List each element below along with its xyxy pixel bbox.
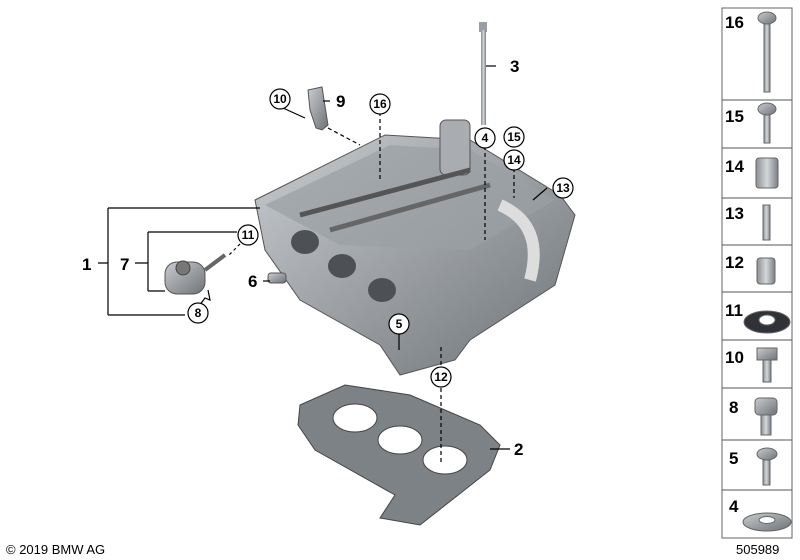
cylinder-head-illustration [254, 119, 576, 376]
parts-panel-icons [742, 11, 792, 532]
callout-12: 12 [434, 370, 448, 384]
panel-label-10: 10 [725, 348, 744, 367]
panel-label-8: 8 [729, 398, 738, 417]
callout-4: 4 [482, 131, 489, 145]
callout-8: 8 [195, 306, 202, 320]
panel-label-11: 11 [725, 301, 743, 320]
panel-label-16: 16 [725, 13, 744, 32]
callout-11: 11 [242, 228, 255, 242]
panel-label-13: 13 [725, 204, 744, 223]
bracket-9-illustration [307, 86, 329, 131]
panel-label-15: 15 [725, 107, 744, 126]
image-number: 505989 [736, 542, 780, 557]
panel-label-14: 14 [725, 157, 744, 176]
callout-10: 10 [273, 92, 287, 106]
callout-circles [187, 88, 574, 388]
callout-15: 15 [507, 130, 521, 144]
callout-9: 9 [336, 92, 345, 111]
callout-14: 14 [507, 153, 521, 167]
panel-label-4: 4 [729, 497, 739, 516]
copyright-text: © 2019 BMW AG [6, 542, 106, 557]
callout-6: 6 [248, 272, 257, 291]
sensor-6-illustration [267, 272, 287, 284]
panel-label-12: 12 [725, 253, 744, 272]
panel-label-5: 5 [729, 449, 738, 468]
callout-16: 16 [373, 97, 387, 111]
callout-2: 2 [514, 440, 523, 459]
callout-3: 3 [510, 57, 519, 76]
callout-1: 1 [82, 255, 91, 274]
gasket-2-illustration [297, 384, 501, 526]
parts-panel [721, 7, 793, 539]
callout-13: 13 [556, 181, 570, 195]
callout-5: 5 [396, 317, 403, 331]
long-bolt-3-illustration [479, 22, 487, 125]
leader-lines [98, 65, 548, 465]
actuator-7-illustration [164, 253, 227, 295]
callout-7: 7 [120, 255, 129, 274]
